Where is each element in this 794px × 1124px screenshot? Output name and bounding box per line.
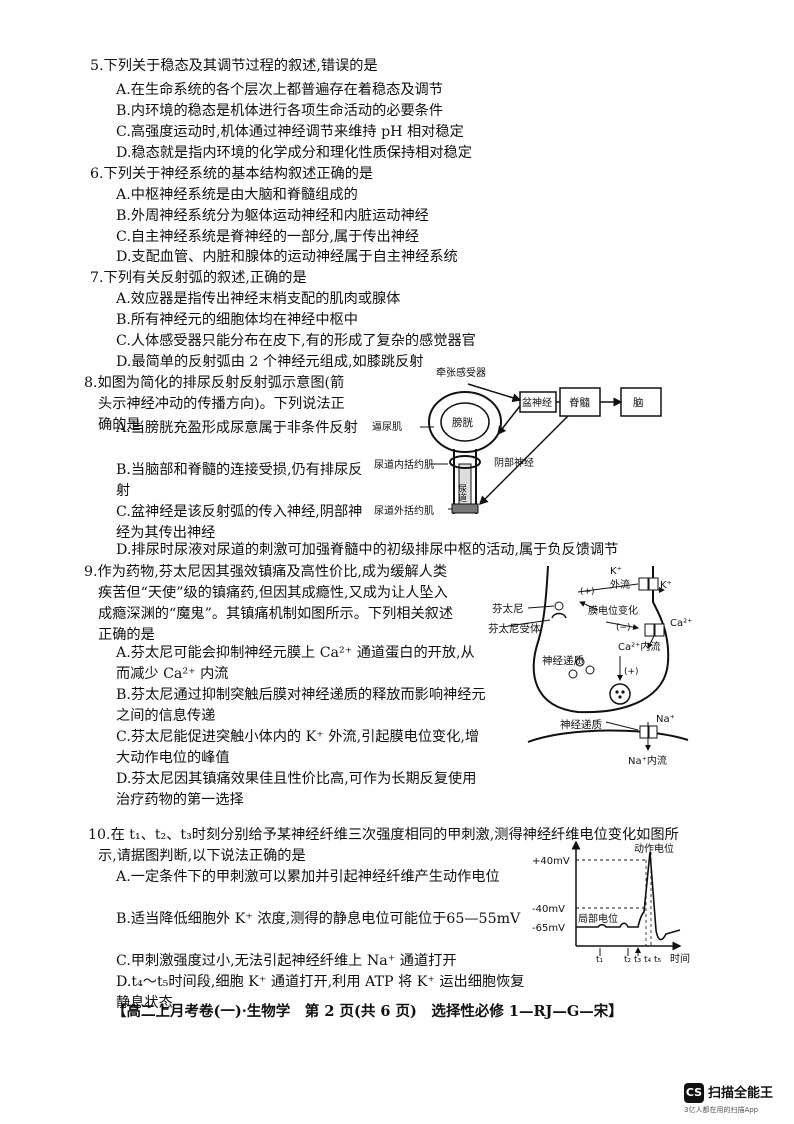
scanner-logo-name: 扫描全能王 xyxy=(708,1086,774,1101)
question-8-stem-line3: 确的是 xyxy=(98,417,141,433)
fig8-receptor-label: 牵张感受器 xyxy=(436,366,486,379)
question-10-stem-line2: 示,请据图判断,以下说法正确的是 xyxy=(98,848,306,864)
question-6-option-a: A.中枢神经系统是由大脑和脊髓组成的 xyxy=(116,187,358,203)
question-8-option-b: B.当脑部和脊髓的连接受损,仍有排尿反射 xyxy=(116,462,363,499)
question-9-stem-line4: 正确的是 xyxy=(98,627,155,643)
fig8-brain-label: 脑 xyxy=(633,396,644,409)
question-9-stem-line3: 成瘾深渊的“魔鬼”。其镇痛机制如图所示。下列相关叙述 xyxy=(98,606,454,622)
question-7-stem: 7.下列有关反射弧的叙述,正确的是 xyxy=(90,270,307,286)
question-9-option-c: C.芬太尼能促进突触小体内的 K⁺ 外流,引起膜电位变化,增大动作电位的峰值 xyxy=(116,729,480,766)
fig9-k-top-label: K⁺ xyxy=(610,566,622,577)
fig9-k-label: K⁺ xyxy=(660,580,672,591)
fig9-na-label: Na⁺ xyxy=(656,714,675,725)
fig10-t4-label: t₄ xyxy=(644,955,652,964)
fig9-ca-in-label: Ca²⁺内流 xyxy=(618,640,660,653)
question-5-option-a: A.在生命系统的各个层次上都普遍存在着稳态及调节 xyxy=(116,82,443,98)
figure-10-membrane-potential: +40mV -40mV -65mV 动作电位 局部电位 t₁ t₂ t₃ t₄ … xyxy=(532,840,690,964)
question-9-stem-line1: 9.作为药物,芬太尼因其强效镇痛及高性价比,成为缓解人类 xyxy=(84,564,448,580)
question-8-option-a: A.当膀胱充盈形成尿意属于非条件反射 xyxy=(116,420,358,436)
question-6-option-c: C.自主神经系统是脊神经的一部分,属于传出神经 xyxy=(116,229,420,245)
question-6-stem: 6.下列关于神经系统的基本结构叙述正确的是 xyxy=(90,166,374,182)
fig8-spinal-label: 脊髓 xyxy=(569,396,590,409)
question-7-option-d: D.最简单的反射弧由 2 个神经元组成,如膝跳反射 xyxy=(116,354,424,370)
fig9-plus1-label: (+) xyxy=(580,587,595,597)
fig9-minus-label: (−) xyxy=(616,623,631,633)
fig9-k-out-label: 外流 xyxy=(610,578,630,591)
fig9-receptor-label: 芬太尼受体 xyxy=(488,622,541,635)
question-5-option-b: B.内环境的稳态是机体进行各项生命活动的必要条件 xyxy=(116,103,444,119)
fig8-inner-sphincter-label: 尿道内括约肌 xyxy=(374,458,434,471)
fig10-t2-label: t₂ xyxy=(624,955,632,964)
question-8-option-c: C.盆神经是该反射弧的传入神经,阴部神经为其传出神经 xyxy=(116,504,363,541)
fig10-y-label-minus40: -40mV xyxy=(532,904,565,915)
question-7-option-b: B.所有神经元的细胞体均在神经中枢中 xyxy=(116,312,358,328)
fig8-urethra-label: 尿道 xyxy=(456,484,467,503)
fig10-t5-label: t₅ xyxy=(654,955,662,964)
fig9-membrane-change-label: 膜电位变化 xyxy=(588,604,638,617)
question-8-option-d: D.排尿时尿液对尿道的刺激可加强脊髓中的初级排尿中枢的活动,属于负反馈调节 xyxy=(116,542,619,558)
question-6-option-d: D.支配血管、内脏和腺体的运动神经属于自主神经系统 xyxy=(116,249,458,265)
fig10-action-potential-label: 动作电位 xyxy=(634,842,674,855)
question-5-option-d: D.稳态就是指内环境的化学成分和理化性质保持相对稳定 xyxy=(116,145,472,161)
question-8-stem-line2: 头示神经冲动的传播方向)。下列说法正 xyxy=(98,396,345,412)
fig10-t3-label: t₃ xyxy=(634,955,642,964)
question-5-stem: 5.下列关于稳态及其调节过程的叙述,错误的是 xyxy=(90,58,378,74)
page-footer: 【高二上月考卷(一)·生物学 第 2 页(共 6 页) 选择性必修 1—RJ—G… xyxy=(112,1003,623,1020)
fig9-na-in-label: Na⁺内流 xyxy=(628,754,667,767)
question-6-option-b: B.外周神经系统分为躯体运动神经和内脏运动神经 xyxy=(116,208,429,224)
fig8-bladder-label: 膀胱 xyxy=(452,416,473,429)
question-10-option-d: D.t₄～t₅时间段,细胞 K⁺ 通道打开,利用 ATP 将 K⁺ 运出细胞恢复… xyxy=(116,974,525,1011)
fig9-transmitter-label: 神经递质 xyxy=(542,654,584,667)
fig8-pudendal-label: 阴部神经 xyxy=(494,456,534,469)
fig9-ca-label: Ca²⁺ xyxy=(670,618,692,629)
question-10-option-b: B.适当降低细胞外 K⁺ 浓度,测得的静息电位可能位于65—55mV xyxy=(116,911,521,927)
scanner-logo-icon: CS xyxy=(684,1083,704,1103)
question-7-option-a: A.效应器是指传出神经末梢支配的肌肉或腺体 xyxy=(116,291,401,307)
figure-8-reflex-arc: 牵张感受器 膀胱 盆神经 脊髓 脑 逼尿肌 尿道内括约肌 阴部神经 尿道外括约肌… xyxy=(372,366,662,517)
question-9-stem-line2: 疾苦但“天使”级的镇痛药,但因其成瘾性,又成为让人坠入 xyxy=(98,585,448,601)
question-9-option-d: D.芬太尼因其镇痛效果佳且性价比高,可作为长期反复使用治疗药物的第一选择 xyxy=(116,771,477,808)
question-7-option-c: C.人体感受器只能分布在皮下,有的形成了复杂的感觉器官 xyxy=(116,333,476,349)
question-5-option-c: C.高强度运动时,机体通过神经调节来维持 pH 相对稳定 xyxy=(116,124,464,140)
fig10-y-label-minus65: -65mV xyxy=(532,923,565,934)
fig10-t1-label: t₁ xyxy=(596,955,604,964)
question-9-option-a: A.芬太尼可能会抑制神经元膜上 Ca²⁺ 通道蛋白的开放,从而减少 Ca²⁺ 内… xyxy=(116,645,475,682)
fig8-outer-sphincter-label: 尿道外括约肌 xyxy=(374,504,434,517)
fig10-local-potential-label: 局部电位 xyxy=(578,912,618,925)
question-9-option-b: B.芬太尼通过抑制突触后膜对神经递质的释放而影响神经元之间的信息传递 xyxy=(116,687,486,724)
fig10-x-label: 时间 xyxy=(670,952,690,964)
scanner-logo-tagline: 3亿人都在用的扫描App xyxy=(684,1106,759,1114)
scanner-logo: CS 扫描全能王 3亿人都在用的扫描App xyxy=(684,1082,788,1116)
figure-9-fentanyl-mechanism: K⁺ 外流 K⁺ (+) 芬太尼 芬太尼受体 膜电位变化 (−) Ca²⁺ Ca… xyxy=(488,565,692,767)
fig8-detrusor-label: 逼尿肌 xyxy=(372,421,402,433)
fig9-transmitter2-label: 神经递质 xyxy=(560,718,602,731)
question-10-option-c: C.甲刺激强度过小,无法引起神经纤维上 Na⁺ 通道打开 xyxy=(116,953,457,969)
fig10-y-label-plus40: +40mV xyxy=(532,856,570,867)
question-8-stem-line1: 8.如图为简化的排尿反射反射弧示意图(箭 xyxy=(84,375,345,391)
question-10-stem-line1: 10.在 t₁、t₂、t₃时刻分别给予某神经纤维三次强度相同的甲刺激,测得神经纤… xyxy=(88,827,679,843)
fig9-fentanyl-label: 芬太尼 xyxy=(492,602,524,615)
question-10-option-a: A.一定条件下的甲刺激可以累加并引起神经纤维产生动作电位 xyxy=(116,869,500,885)
fig8-pelvic-label: 盆神经 xyxy=(522,396,552,409)
fig9-plus2-label: (+) xyxy=(624,667,639,677)
